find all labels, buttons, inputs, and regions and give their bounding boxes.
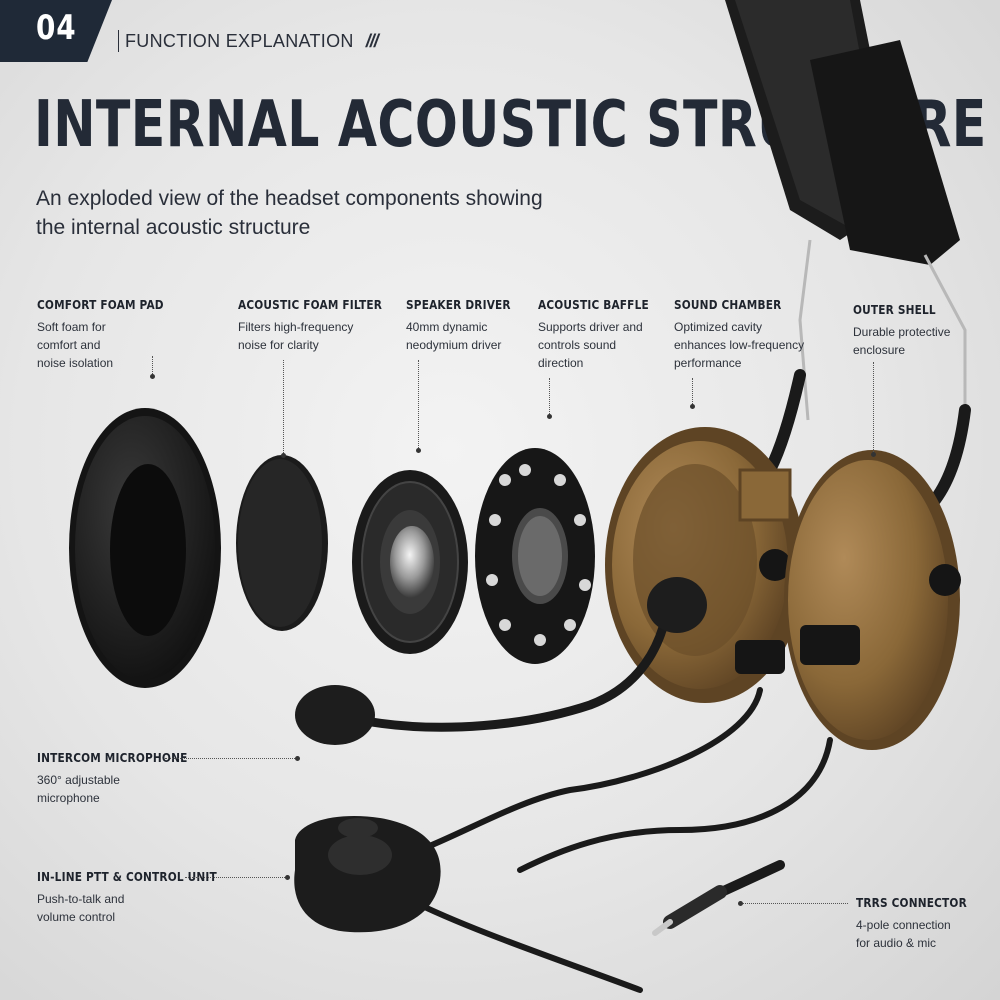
- section-label: FUNCTION EXPLANATION ///: [118, 30, 379, 52]
- callout-description: Optimized cavity enhances low-frequency …: [674, 320, 805, 370]
- callout-acoustic-foam-filter: ACOUSTIC FOAM FILTER Filters high-freque…: [238, 298, 402, 354]
- callout-speaker-driver: SPEAKER DRIVER 40mm dynamic neodymium dr…: [406, 298, 525, 354]
- callout-title: ACOUSTIC BAFFLE: [538, 298, 649, 312]
- leader-dot: [738, 901, 743, 906]
- leader-line: [740, 903, 848, 904]
- microphone-illustration: [295, 577, 707, 745]
- leader-dot: [416, 448, 421, 453]
- callout-title: TRRS CONNECTOR: [856, 896, 967, 910]
- callout-description: 360° adjustable microphone: [37, 773, 120, 805]
- section-number: 04: [36, 8, 77, 48]
- callout-title: IN-LINE PTT & CONTROL UNIT: [37, 870, 217, 884]
- page-subtitle: An exploded view of the headset componen…: [36, 187, 543, 239]
- acoustic-foam-filter-illustration: [236, 455, 328, 631]
- callout-title: SPEAKER DRIVER: [406, 298, 511, 312]
- section-number-badge: 04: [0, 0, 112, 62]
- leader-line: [873, 362, 874, 454]
- callout-title: ACOUSTIC FOAM FILTER: [238, 298, 383, 312]
- leader-line: [692, 378, 693, 408]
- leader-dot: [281, 453, 286, 458]
- leader-dot: [690, 404, 695, 409]
- leader-line: [165, 758, 295, 759]
- comfort-foam-pad-illustration: [69, 408, 221, 688]
- callout-ptt-control-unit: IN-LINE PTT & CONTROL UNIT Push-to-talk …: [37, 870, 241, 926]
- ptt-control-unit-illustration: [294, 816, 441, 933]
- sound-chamber-illustration: [605, 427, 805, 703]
- acoustic-baffle-illustration: [475, 448, 595, 664]
- leader-line: [152, 356, 153, 378]
- headband: [725, 0, 971, 506]
- leader-line: [185, 877, 285, 878]
- callout-description: Soft foam for comfort and noise isolatio…: [37, 320, 114, 370]
- callout-description: 40mm dynamic neodymium driver: [406, 320, 502, 352]
- section-label-text: FUNCTION EXPLANATION: [125, 30, 354, 51]
- callout-intercom-microphone: INTERCOM MICROPHONE 360° adjustable micr…: [37, 751, 208, 807]
- trrs-connector-illustration: [652, 860, 785, 936]
- callout-acoustic-baffle: ACOUSTIC BAFFLE Supports driver and cont…: [538, 298, 664, 372]
- cables-illustration: [407, 687, 833, 993]
- leader-dot: [871, 452, 876, 457]
- callout-description: Push-to-talk and volume control: [37, 892, 125, 924]
- section-slashes: ///: [365, 30, 379, 51]
- callout-outer-shell: OUTER SHELL Durable protective enclosure: [853, 303, 950, 359]
- divider: [118, 30, 119, 52]
- callout-description: 4-pole connection for audio & mic: [856, 918, 951, 950]
- leader-line: [418, 360, 419, 450]
- outer-shell-illustration: [784, 450, 961, 750]
- leader-dot: [150, 374, 155, 379]
- leader-dot: [547, 414, 552, 419]
- leader-dot: [295, 756, 300, 761]
- callout-sound-chamber: SOUND CHAMBER Optimized cavity enhances …: [674, 298, 804, 372]
- callout-trrs-connector: TRRS CONNECTOR 4-pole connection for aud…: [856, 896, 982, 952]
- callout-description: Durable protective enclosure: [853, 325, 951, 357]
- speaker-driver-illustration: [352, 470, 468, 654]
- callout-title: COMFORT FOAM PAD: [37, 298, 164, 312]
- callout-title: SOUND CHAMBER: [674, 298, 782, 312]
- callout-title: OUTER SHELL: [853, 303, 936, 317]
- leader-line: [549, 378, 550, 416]
- callout-comfort-foam-pad: COMFORT FOAM PAD Soft foam for comfort a…: [37, 298, 181, 372]
- callout-description: Supports driver and controls sound direc…: [538, 320, 643, 370]
- callout-description: Filters high-frequency noise for clarity: [238, 320, 354, 352]
- leader-line: [283, 360, 284, 455]
- callout-title: INTERCOM MICROPHONE: [37, 751, 188, 765]
- leader-dot: [285, 875, 290, 880]
